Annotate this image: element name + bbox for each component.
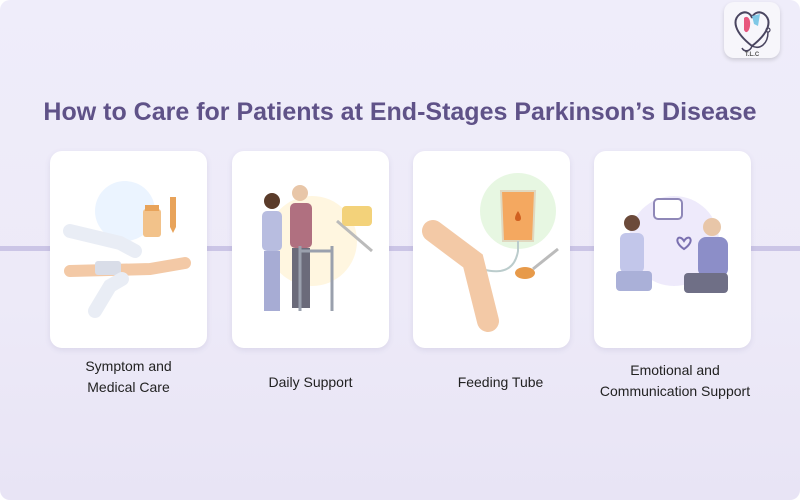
step-label-emotional-communication-support: Emotional and Communication Support [599,362,751,399]
card-emotional-communication-support [594,151,751,348]
connector-line [0,246,800,251]
heart-stethoscope-logo: T.L.C [724,2,780,58]
walker-support-illustration [262,185,373,311]
page-title: How to Care for Patients at End-Stages P… [43,98,757,126]
card-symptom-medical-care [50,151,207,348]
step-label-feeding-tube: Feeding Tube [457,374,544,390]
logo-text: T.L.C [745,52,760,58]
feeding-tube-illustration [422,173,559,332]
card-feeding-tube [413,151,570,348]
step-label-daily-support: Daily Support [268,374,353,390]
step-label-symptom-medical-care: Symptom and Medical Care [85,358,172,395]
conversation-illustration [616,196,728,293]
card-daily-support [232,151,389,348]
medical-care-illustration [63,181,191,318]
